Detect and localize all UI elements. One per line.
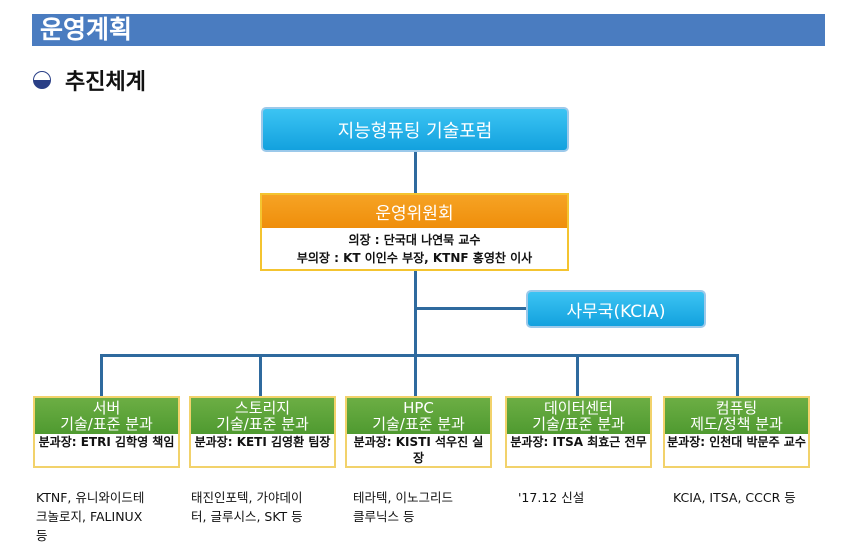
connector-forum-committee xyxy=(414,152,417,193)
subcommittee-type: 기술/표준 분과 xyxy=(60,415,153,433)
subcommittee-type: 기술/표준 분과 xyxy=(372,415,465,433)
committee-title: 운영위원회 xyxy=(262,195,567,228)
members-hpc: 테라텍, 이노그리드 클루닉스 등 xyxy=(353,490,453,524)
subcommittee-title: 서버 기술/표준 분과 xyxy=(35,398,178,434)
subcommittee-storage: 스토리지 기술/표준 분과 분과장: KETI 김영환 팀장 xyxy=(189,396,336,468)
connector-bus xyxy=(100,354,739,357)
connector-committee-bus xyxy=(414,271,417,356)
subcommittee-name: 서버 xyxy=(92,399,121,417)
subcommittee-policy: 컴퓨팅 제도/정책 분과 분과장: 인천대 박문주 교수 xyxy=(663,396,810,468)
subcommittee-name: 스토리지 xyxy=(234,399,291,417)
members-server: KTNF, 유니와이드테 크놀로지, FALINUX 등 xyxy=(36,490,145,543)
subcommittee-datacenter: 데이터센터 기술/표준 분과 분과장: ITSA 최효근 전무 xyxy=(505,396,652,468)
connector-office xyxy=(414,307,526,310)
forum-box: 지능형퓨팅 기술포럼 xyxy=(261,107,569,152)
subcommittee-name: HPC xyxy=(403,399,434,417)
bullet-icon xyxy=(33,71,51,89)
connector-drop-1 xyxy=(100,354,103,396)
subcommittee-chair: 분과장: ETRI 김학영 책임 xyxy=(38,435,175,449)
members-policy: KCIA, ITSA, CCCR 등 xyxy=(673,490,796,505)
members-datacenter: '17.12 신설 xyxy=(518,490,585,505)
subcommittee-chair: 분과장: 인천대 박문주 교수 xyxy=(667,435,806,449)
subcommittee-title: HPC 기술/표준 분과 xyxy=(347,398,490,434)
subcommittee-title: 데이터센터 기술/표준 분과 xyxy=(507,398,650,434)
subcommittee-server: 서버 기술/표준 분과 분과장: ETRI 김학영 책임 xyxy=(33,396,180,468)
section-title: 추진체계 xyxy=(65,70,146,95)
connector-drop-5 xyxy=(736,354,739,396)
subcommittee-type: 제도/정책 분과 xyxy=(690,415,783,433)
office-box: 사무국(KCIA) xyxy=(526,290,706,328)
page-title: 운영계획 xyxy=(32,14,825,46)
subcommittee-type: 기술/표준 분과 xyxy=(216,415,309,433)
subcommittee-type: 기술/표준 분과 xyxy=(532,415,625,433)
section-heading: 추진체계 xyxy=(33,64,146,96)
subcommittee-chair: 분과장: KISTI 석우진 실장 xyxy=(353,435,484,465)
subcommittee-chair: 분과장: ITSA 최효근 전무 xyxy=(510,435,647,449)
subcommittee-name: 컴퓨팅 xyxy=(715,399,758,417)
connector-drop-4 xyxy=(576,354,579,396)
subcommittee-title: 스토리지 기술/표준 분과 xyxy=(191,398,334,434)
subcommittee-hpc: HPC 기술/표준 분과 분과장: KISTI 석우진 실장 xyxy=(345,396,492,468)
subcommittee-name: 데이터센터 xyxy=(543,399,613,417)
subcommittee-title: 컴퓨팅 제도/정책 분과 xyxy=(665,398,808,434)
connector-drop-3 xyxy=(414,354,417,396)
committee-vice-chair: 부의장 : KT 이인수 부장, KTNF 홍영찬 이사 xyxy=(296,251,533,265)
subcommittee-chair: 분과장: KETI 김영환 팀장 xyxy=(194,435,331,449)
committee-chair: 의장 : 단국대 나연묵 교수 xyxy=(348,233,481,247)
connector-drop-2 xyxy=(259,354,262,396)
committee-box: 운영위원회 의장 : 단국대 나연묵 교수 부의장 : KT 이인수 부장, K… xyxy=(260,193,569,271)
members-storage: 태진인포텍, 가야데이 터, 글루시스, SKT 등 xyxy=(191,490,303,524)
committee-members: 의장 : 단국대 나연묵 교수 부의장 : KT 이인수 부장, KTNF 홍영… xyxy=(262,228,567,267)
